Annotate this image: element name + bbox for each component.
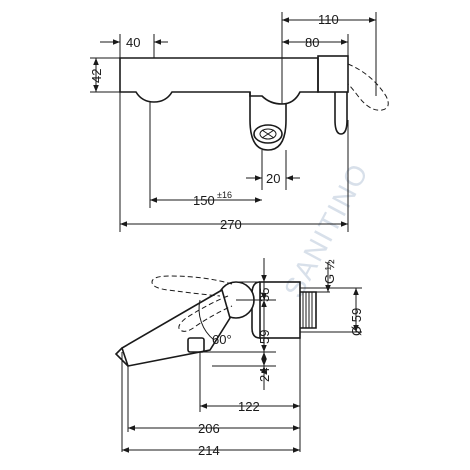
dim-214: 214: [198, 443, 220, 458]
dim-122: 122: [238, 399, 260, 414]
dim-80: 80: [305, 35, 319, 50]
dim-diam59: Ø 59: [349, 308, 364, 336]
top-handle-base: [317, 55, 349, 93]
side-view: G ½ 35 59 24 Ø 59 60° 122 206 214: [114, 258, 364, 458]
dim-thread: G ½: [322, 259, 337, 284]
dim-42: 42: [89, 69, 104, 83]
side-spout-tip: [114, 347, 129, 367]
top-spout-aerator: [253, 124, 283, 144]
dim-150: 150: [193, 193, 215, 208]
top-aerator-tick-2: [261, 129, 275, 139]
side-wall-rounded: [251, 281, 261, 339]
dim-206: 206: [198, 421, 220, 436]
side-thread-fitting: [300, 291, 317, 329]
dim-270: 270: [220, 217, 242, 232]
dim-24: 24: [257, 368, 272, 382]
dim-150-tolerance: ±16: [217, 190, 232, 200]
angle-60: 60°: [212, 332, 232, 347]
top-lever-dashed: [347, 63, 389, 111]
dim-20: 20: [266, 171, 280, 186]
dim-110: 110: [318, 12, 339, 27]
dim-59-vertical: 59: [257, 330, 272, 344]
side-wall-block: [259, 281, 301, 339]
top-handle-lever: [334, 92, 348, 135]
top-body-outline: [119, 57, 319, 105]
top-view: 110 40 80 42 20 150 ±16 270: [89, 12, 389, 232]
angle-60-arc: [198, 299, 215, 341]
top-spout-aerator-inner: [259, 128, 277, 140]
side-lever-dashed: [151, 275, 233, 297]
dim-40: 40: [126, 35, 140, 50]
top-spout: [249, 92, 287, 151]
dim-35: 35: [257, 288, 272, 302]
side-spout-body: [121, 288, 231, 367]
